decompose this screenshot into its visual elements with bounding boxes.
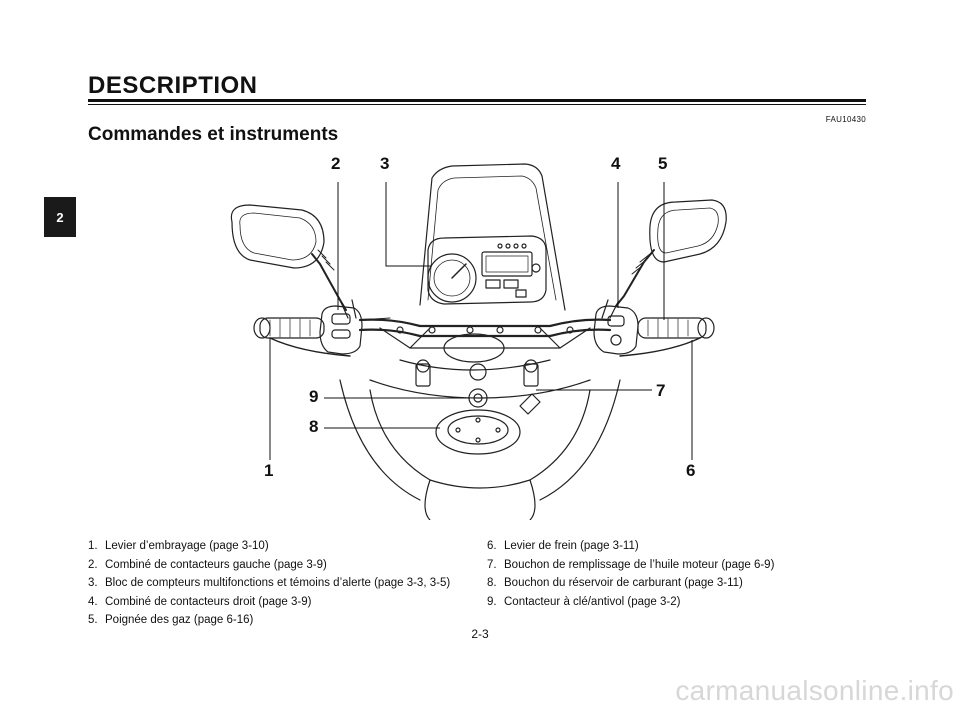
callout-1: 1 bbox=[264, 461, 274, 480]
section-title: DESCRIPTION bbox=[88, 72, 258, 99]
callout-4: 4 bbox=[611, 154, 621, 173]
page-subtitle: Commandes et instruments bbox=[88, 124, 339, 145]
leader-line-3 bbox=[385, 182, 432, 267]
clutch-lever bbox=[269, 337, 351, 357]
left-switch-housing bbox=[319, 305, 363, 355]
watermark: carmanualsonline.info bbox=[675, 675, 954, 706]
legend-right: 6.Levier de frein (page 3-11) 7.Bouchon … bbox=[487, 537, 774, 611]
callout-8: 8 bbox=[309, 417, 319, 436]
callout-2: 2 bbox=[331, 154, 341, 173]
legend-item: 7.Bouchon de remplissage de l’huile mote… bbox=[487, 558, 775, 571]
legend-item: 3.Bloc de compteurs multifonctions et té… bbox=[88, 577, 451, 589]
instrument-cluster bbox=[427, 235, 547, 305]
chapter-number: 2 bbox=[56, 209, 64, 225]
page-number: 2-3 bbox=[471, 627, 489, 641]
legend-item: 8.Bouchon du réservoir de carburant (pag… bbox=[487, 577, 743, 589]
legend-item: 9.Contacteur à clé/antivol (page 3-2) bbox=[487, 595, 681, 608]
right-grip bbox=[637, 317, 707, 339]
legend-item: 5.Poignée des gaz (page 6-16) bbox=[88, 614, 254, 626]
legend-left: 1.Levier d’embrayage (page 3-10) 2.Combi… bbox=[88, 537, 450, 630]
windscreen bbox=[419, 163, 566, 311]
callout-7: 7 bbox=[656, 381, 666, 400]
chapter-tab: 2 bbox=[44, 197, 76, 237]
reference-code: FAU10430 bbox=[825, 115, 866, 124]
right-mirror bbox=[649, 199, 727, 263]
left-grip bbox=[259, 317, 325, 339]
legend-item: 1.Levier d’embrayage (page 3-10) bbox=[88, 540, 269, 552]
left-mirror bbox=[230, 204, 325, 269]
brake-lever bbox=[619, 337, 701, 357]
legend-item: 2.Combiné de contacteurs gauche (page 3-… bbox=[88, 558, 327, 571]
right-switch-housing bbox=[593, 305, 639, 355]
handlebar-illustration bbox=[230, 163, 727, 520]
callout-6: 6 bbox=[686, 461, 696, 480]
fuel-cap bbox=[435, 409, 521, 455]
title-rule-thin bbox=[88, 104, 866, 105]
legend-item: 6.Levier de frein (page 3-11) bbox=[487, 540, 639, 552]
callout-5: 5 bbox=[658, 154, 668, 173]
oil-filler-cap bbox=[519, 393, 541, 415]
callout-3: 3 bbox=[380, 154, 390, 173]
title-rule bbox=[88, 99, 866, 102]
legend-item: 4.Combiné de contacteurs droit (page 3-9… bbox=[88, 595, 312, 608]
fuel-tank bbox=[339, 379, 621, 501]
handlebar bbox=[358, 318, 612, 328]
callout-9: 9 bbox=[309, 387, 319, 406]
